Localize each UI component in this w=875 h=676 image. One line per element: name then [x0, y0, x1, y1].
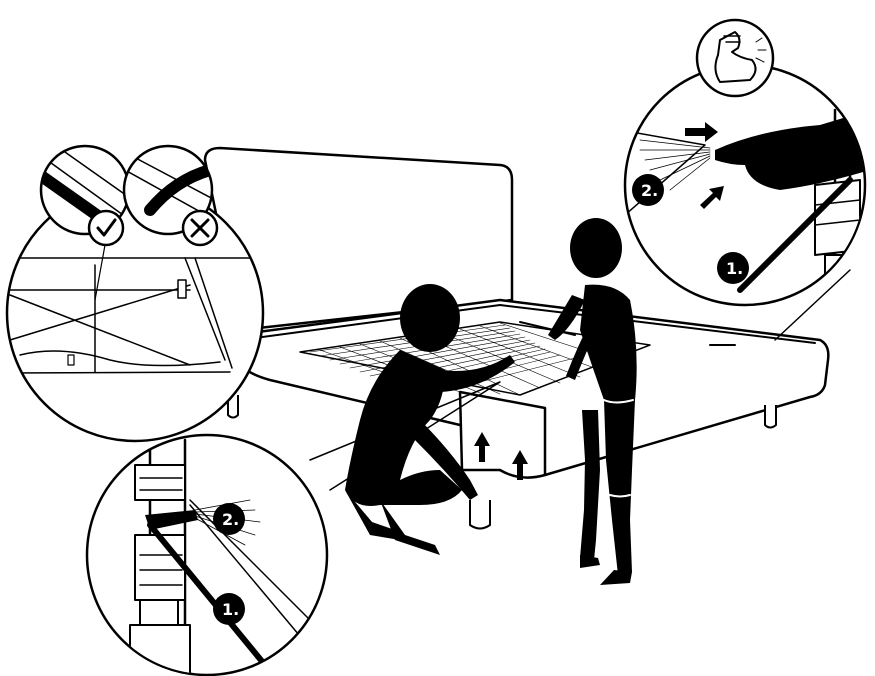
bed-leg-2 [470, 500, 490, 529]
bed-leg-3 [765, 405, 776, 428]
bed-foot-panel [460, 392, 545, 478]
callout-bottom-left: 2. 1. [87, 435, 330, 676]
checkmark-icon [89, 211, 123, 245]
step-label-2-bottom-left: 2. [222, 510, 239, 529]
step-label-2-top-right: 2. [641, 181, 658, 200]
step-label-1-top-right: 1. [726, 259, 743, 278]
step-label-1-bottom-left: 1. [222, 600, 239, 619]
callout-top-right: 2. 1. [620, 20, 870, 305]
